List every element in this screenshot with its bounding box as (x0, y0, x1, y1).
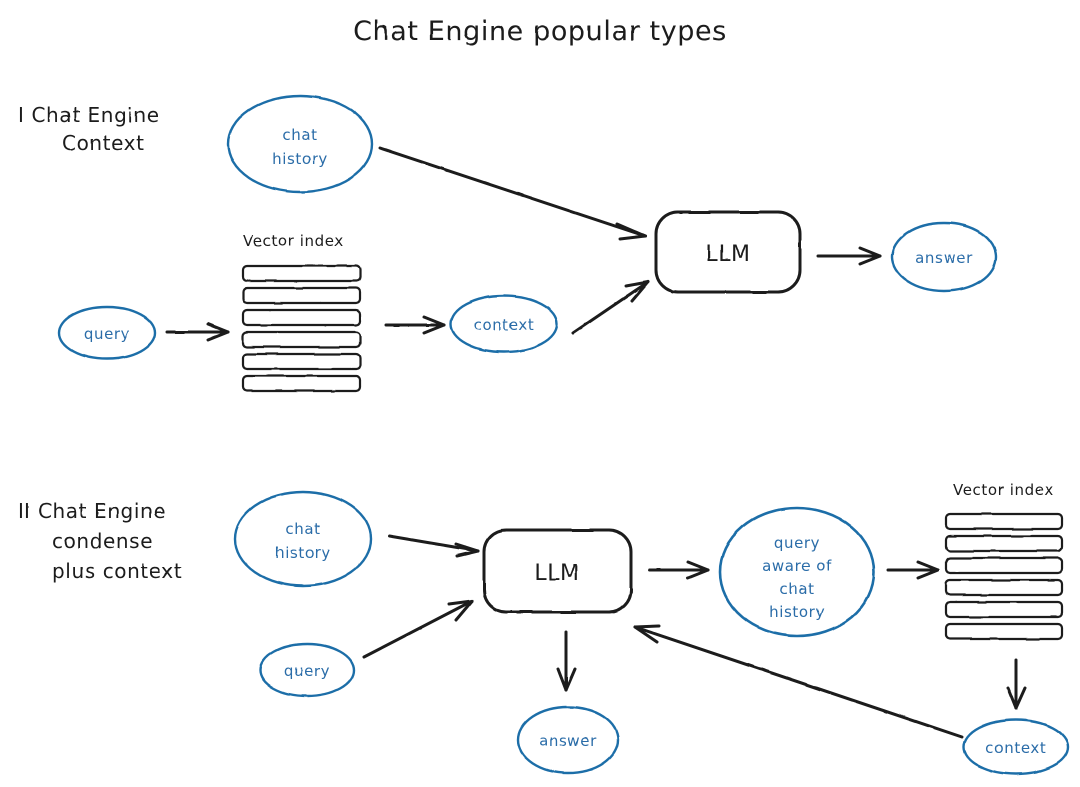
context-label-2: context (986, 739, 1047, 757)
llm-label: LLM (705, 242, 750, 267)
chat-history-ellipse-shape (226, 94, 374, 194)
section-2-label-line-1: II Chat Engine (18, 499, 166, 523)
llm-label-2: LLM (534, 561, 579, 586)
edge-llm-to-answer-1 (816, 246, 882, 266)
section-1-label-line-2: Context (62, 131, 145, 155)
node-query-aware-of-chat-history[interactable]: query aware of chat history (718, 506, 876, 638)
query-label: query (84, 325, 130, 343)
chat-history-label-line-1: chat (282, 126, 317, 144)
node-context-1[interactable]: context (449, 294, 559, 354)
edge-chat-history-to-llm-2 (387, 534, 480, 558)
vector-index-bars-1 (241, 264, 362, 393)
page-title: Chat Engine popular types (353, 16, 727, 47)
vector-index-bars-2 (944, 512, 1064, 641)
node-chat-history-2[interactable]: chat history (233, 490, 373, 588)
node-answer-1[interactable]: answer (890, 221, 998, 293)
node-vector-index-1[interactable]: Vector index (241, 232, 362, 393)
section-2-label-line-3: plus context (52, 559, 182, 583)
node-vector-index-2[interactable]: Vector index (944, 481, 1064, 641)
query-ellipse-shape-2 (258, 642, 356, 698)
edge-llm-to-query-aware-2 (648, 560, 710, 580)
answer-ellipse-shape (890, 221, 998, 293)
context-ellipse-shape-2 (962, 718, 1070, 776)
section-1-label-line-1: I Chat Engine (18, 103, 160, 127)
node-query-1[interactable]: query (57, 305, 157, 361)
edge-llm-to-answer-2 (556, 630, 577, 692)
chat-history-label-line-2: history (272, 150, 328, 168)
edge-context-to-llm-2 (633, 624, 964, 739)
answer-ellipse-shape-2 (516, 705, 620, 775)
query-aware-label-line-4: history (769, 603, 825, 621)
answer-label-2: answer (539, 732, 597, 750)
node-llm-2[interactable]: LLM (482, 528, 633, 614)
vector-index-label-2: Vector index (953, 481, 1054, 499)
vector-index-label-1: Vector index (243, 232, 344, 250)
node-query-2[interactable]: query (258, 642, 356, 698)
edge-query-aware-to-vector-index-2 (886, 560, 940, 580)
node-context-2[interactable]: context (962, 718, 1070, 776)
edge-context-to-llm-1 (571, 280, 650, 335)
query-aware-label-line-3: chat (779, 580, 814, 598)
node-answer-2[interactable]: answer (516, 705, 620, 775)
query-label-2: query (284, 662, 330, 680)
query-aware-circle-shape (718, 506, 876, 638)
section-2-label-line-2: condense (52, 529, 153, 553)
context-ellipse-shape (449, 294, 559, 354)
node-llm-1[interactable]: LLM (654, 210, 802, 294)
chat-history-label-2-line-2: history (275, 544, 331, 562)
edge-query-to-llm-2 (362, 599, 474, 659)
chat-history-ellipse-shape-2 (233, 490, 373, 588)
query-ellipse-shape (57, 305, 157, 361)
context-label: context (474, 316, 535, 334)
llm-box-shape-2 (482, 528, 633, 614)
chat-history-label-2-line-1: chat (285, 520, 320, 538)
edge-chat-history-to-llm-1 (378, 146, 647, 241)
edge-query-to-vector-index-1 (165, 322, 230, 342)
node-chat-history-1[interactable]: chat history (226, 94, 374, 194)
answer-label: answer (915, 249, 973, 267)
query-aware-label-line-2: aware of (762, 557, 832, 575)
query-aware-label-line-1: query (774, 534, 820, 552)
edge-vector-index-to-context-2 (1006, 658, 1027, 710)
edge-vector-index-to-context-1 (384, 315, 446, 335)
llm-box-shape (654, 210, 802, 294)
